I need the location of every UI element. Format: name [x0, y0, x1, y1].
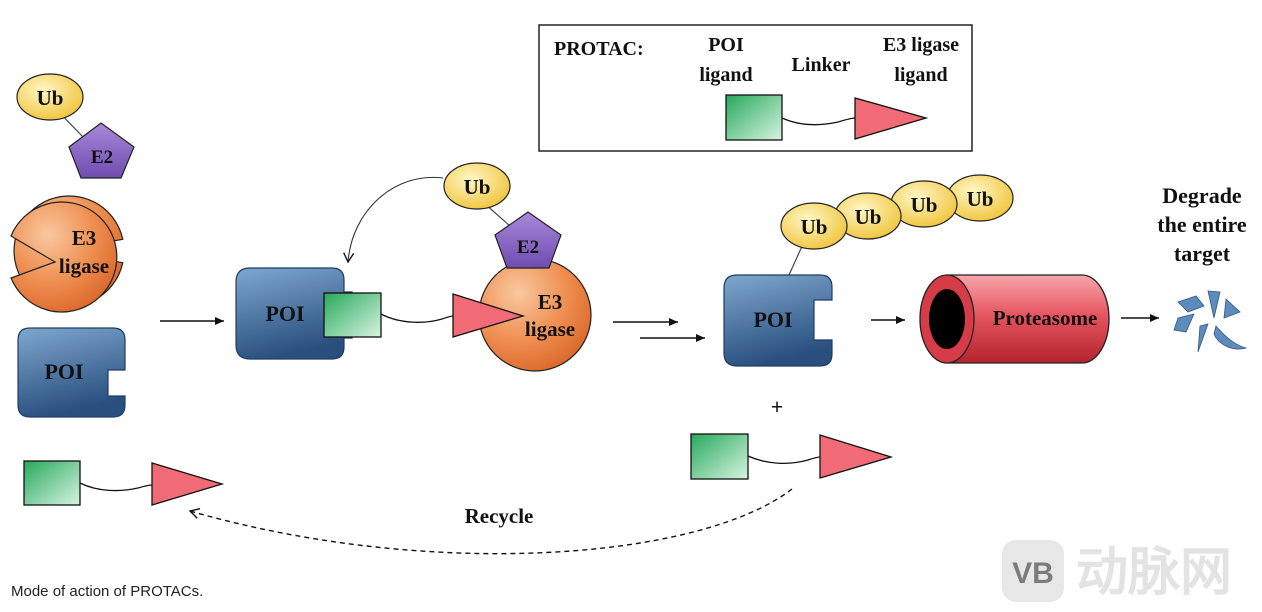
- e2-label-free: E2: [91, 147, 113, 168]
- degrade-label-line3: target: [1174, 241, 1231, 266]
- watermark-logo: VB 动脉网: [1002, 540, 1232, 603]
- ub-label-free: Ub: [37, 86, 64, 110]
- recycle-label: Recycle: [465, 504, 534, 528]
- e3-label-free-line1: E3: [72, 226, 97, 250]
- degraded-fragments-icon: [1173, 290, 1248, 353]
- e3-label-ternary-line2: ligase: [525, 317, 575, 341]
- figure-caption: Mode of action of PROTACs.: [11, 583, 204, 600]
- ternary-poi-ligand: [323, 292, 382, 338]
- released-linker: [747, 455, 821, 464]
- legend-poi-ligand-line2: ligand: [699, 64, 752, 86]
- e3-label-ternary-line1: E3: [538, 290, 563, 314]
- poi-label-ternary: POI: [265, 301, 304, 326]
- plus-sign: +: [771, 394, 784, 419]
- protac-legend: PROTAC: POI ligand Linker E3 ligase liga…: [538, 24, 973, 152]
- e3-label-free-line2: ligase: [59, 254, 109, 278]
- ub-label-ternary: Ub: [464, 175, 491, 199]
- legend-poi-ligand-line1: POI: [708, 34, 744, 56]
- ternary-complex: POI E3 ligase E2 Ub: [235, 162, 592, 372]
- e2-pentagon-free: [68, 122, 135, 179]
- ub-transfer-arrow: [343, 176, 444, 264]
- ub-chain-3-label: Ub: [911, 193, 938, 217]
- svg-text:VB: VB: [1012, 557, 1054, 590]
- protac-free-linker: [79, 482, 153, 492]
- ub-bubble-free: [16, 73, 84, 121]
- free-components: Ub E2 E3 ligase POI: [10, 73, 225, 506]
- proteasome-label: Proteasome: [993, 306, 1098, 330]
- released-poi-ligand: [690, 433, 749, 480]
- legend-poi-ligand-square: [725, 94, 783, 141]
- poi-free: [17, 327, 126, 418]
- ternary-linker: [380, 313, 454, 323]
- legend-e3-ligand-line2: ligand: [894, 64, 947, 86]
- ubiquitinated-poi: POI Ub Ub Ub Ub: [723, 174, 1014, 367]
- e2-pentagon-ternary: [494, 211, 562, 269]
- poi-ubiquitinated: [723, 274, 833, 367]
- ub-bubble-ternary: [443, 162, 511, 210]
- protac-free-poi-ligand: [23, 460, 81, 506]
- legend-linker-label: Linker: [792, 54, 851, 76]
- released-protac: [690, 433, 894, 480]
- proteasome-pore: [929, 289, 965, 349]
- protac-free-e3-ligand: [151, 462, 225, 506]
- released-e3-ligand: [819, 434, 894, 479]
- ub-chain-4-label: Ub: [967, 187, 994, 211]
- ub-chain-1-label: Ub: [801, 215, 828, 239]
- poi-ternary: [235, 267, 353, 360]
- legend-e3-ligand-line1: E3 ligase: [883, 34, 959, 56]
- ub-chain-2-label: Ub: [855, 205, 882, 229]
- e2-label-ternary: E2: [517, 237, 539, 258]
- watermark-text: 动脉网: [1076, 543, 1232, 603]
- poi-label-ubiquitinated: POI: [753, 307, 792, 332]
- ternary-e3-ligand: [452, 293, 526, 338]
- recycle-arrow: [188, 488, 793, 555]
- poi-label-free: POI: [44, 359, 83, 384]
- legend-linker-line: [781, 117, 856, 126]
- e3-ligase-shape: [10, 201, 118, 313]
- legend-e3-ligand-triangle: [854, 97, 929, 140]
- legend-heading: PROTAC:: [554, 38, 644, 60]
- degrade-label-line2: the entire: [1157, 212, 1247, 237]
- proteasome: Proteasome: [919, 274, 1110, 364]
- ub-chain-1: [780, 202, 848, 250]
- degrade-label-line1: Degrade: [1162, 183, 1242, 208]
